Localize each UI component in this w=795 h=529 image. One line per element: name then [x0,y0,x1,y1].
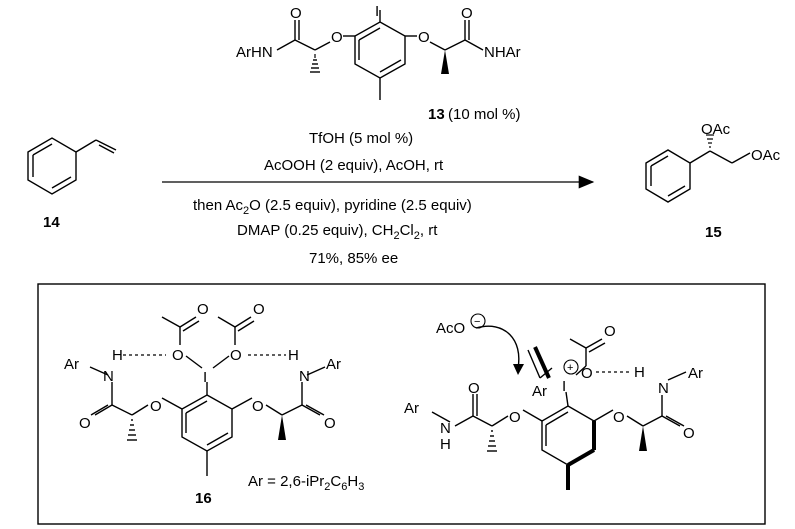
transition-complex-o-acetate: O [581,365,593,382]
complex-16-n-left: N [103,368,114,385]
product-15-structure [645,149,751,203]
transition-complex-o-left-ether: O [509,409,521,426]
complex-16-n-right: N [299,368,310,385]
complex-16-number: 16 [195,490,212,507]
complex-16-o-right-carbonyl: O [324,415,336,432]
transition-complex-ar-left: Ar [404,400,419,417]
transition-complex-h-bond: H [634,364,645,381]
acetate-anion: AcO [436,320,465,337]
transition-complex-n-right: N [658,380,669,397]
complex-16-o-left-acetate: O [172,347,184,364]
plus-charge-circle [563,359,579,375]
complex-16-ar-right: Ar [326,356,341,373]
transition-complex-o-right-carbonyl: O [683,425,695,442]
complex-16-o-left-ether: O [150,398,162,415]
catalyst-o-right: O [418,29,430,46]
minus-charge: − [474,316,480,328]
transition-complex-wedge [639,426,647,451]
catalyst-carbonyl-o-left: O [290,5,302,22]
catalyst-iodine: I [375,3,379,20]
complex-16-acetate-top-left: O [197,301,209,318]
alkene-bold-bonds [533,346,551,379]
ring-bold-edges [566,421,596,490]
curved-arrow-head [513,364,524,375]
catalyst-o-left: O [331,29,343,46]
minus-charge-circle [470,313,486,329]
catalyst-13-wedge [441,50,449,74]
product-oac-top: OAc [701,121,731,138]
product-15-hashed-bond [706,134,714,148]
complex-16-o-right-acetate: O [230,347,242,364]
plus-charge: + [567,362,573,374]
transition-complex-ar-right: Ar [688,365,703,382]
transition-complex-iodine: I [562,378,566,395]
transition-complex-n-left: N [440,420,451,437]
catalyst-right-amide: NHAr [484,44,521,61]
transition-complex-o-left-carbonyl: O [468,380,480,397]
catalyst-number: 13 [428,106,445,123]
ar-definition: Ar = 2,6-iPr2C6H3 [248,473,364,493]
complex-16-h-left: H [112,347,123,364]
transition-complex-h-left: H [440,436,451,453]
complex-16-iodine: I [203,369,207,386]
catalyst-carbonyl-o-right: O [461,5,473,22]
mechanism-box [37,283,766,525]
complex-16-wedge [278,415,286,440]
complex-16-structure [89,316,326,476]
complex-16-acetate-top-right: O [253,301,265,318]
condition-line-4: DMAP (0.25 equiv), CH2Cl2, rt [237,222,438,242]
substrate-number: 14 [43,214,60,231]
transition-complex-o-acetate-top: O [604,323,616,340]
transition-complex-o-right-ether: O [613,409,625,426]
product-oac-right: OAc [751,147,781,164]
catalyst-13-structure [276,10,484,100]
condition-line-5: 71%, 85% ee [309,250,398,267]
complex-16-h-right: H [288,347,299,364]
complex-16-o-right-ether: O [252,398,264,415]
condition-line-1: TfOH (5 mol %) [309,130,413,147]
catalyst-loading: (10 mol %) [448,106,521,123]
product-number: 15 [705,224,722,241]
alkene-ar: Ar [532,383,547,400]
complex-16-o-left-carbonyl: O [79,415,91,432]
catalyst-left-amide: ArHN [236,44,273,61]
condition-line-3: then Ac2O (2.5 equiv), pyridine (2.5 equ… [193,197,472,217]
complex-16-ar-left: Ar [64,356,79,373]
styrene-14-structure [27,137,117,195]
condition-line-2: AcOOH (2 equiv), AcOH, rt [264,157,444,174]
